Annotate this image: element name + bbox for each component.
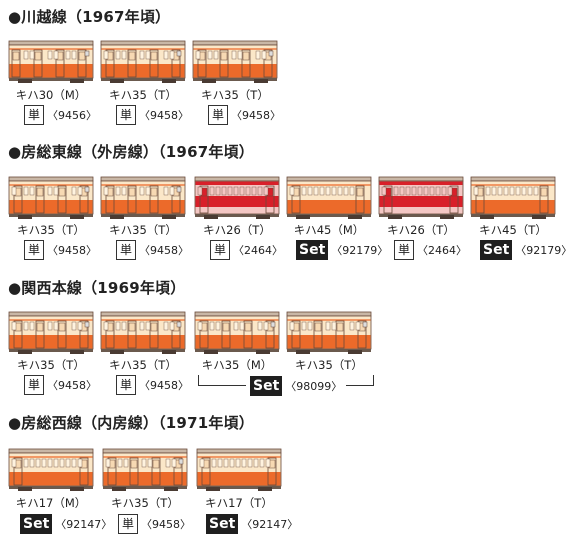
railcar-illustration xyxy=(286,311,372,355)
car-name: キハ35（T） xyxy=(17,223,85,237)
car-name: キハ35（T） xyxy=(111,496,179,510)
car-name: キハ35（T） xyxy=(109,223,177,237)
single-badge: 単 xyxy=(394,240,414,260)
product-code: 単〈9458〉 xyxy=(116,240,189,260)
product-number: 〈2464〉 xyxy=(233,244,283,257)
product-number: 〈9458〉 xyxy=(231,109,281,122)
single-badge: 単 xyxy=(116,105,136,125)
set-badge: Set xyxy=(480,240,513,260)
single-badge: 単 xyxy=(116,375,136,395)
product-code: Set〈92179〉 xyxy=(296,240,388,260)
car-name: キハ35（M） xyxy=(201,358,273,372)
product-number: 〈92147〉 xyxy=(241,518,299,531)
product-code: 単〈9458〉 xyxy=(116,105,189,125)
railcar-illustration xyxy=(102,448,188,492)
product-code: 単〈2464〉 xyxy=(394,240,467,260)
product-code: 単〈9458〉 xyxy=(24,375,97,395)
railcar-illustration xyxy=(100,40,186,84)
set-badge: Set xyxy=(20,514,53,534)
product-code: 単〈2464〉 xyxy=(210,240,283,260)
product-code: Set〈98099〉 xyxy=(246,376,347,396)
single-badge: 単 xyxy=(208,105,228,125)
railcar-illustration xyxy=(470,176,556,220)
car-name: キハ35（T） xyxy=(17,358,85,372)
single-badge: 単 xyxy=(24,375,44,395)
car-name: キハ35（T） xyxy=(109,88,177,102)
railcar-illustration xyxy=(194,311,280,355)
single-badge: 単 xyxy=(116,240,136,260)
product-code: 単〈9458〉 xyxy=(116,375,189,395)
set-badge: Set xyxy=(250,376,283,396)
railcar-illustration xyxy=(100,311,186,355)
car-name: キハ30（M） xyxy=(15,88,87,102)
car-name: キハ35（T） xyxy=(295,358,363,372)
product-code: 単〈9456〉 xyxy=(24,105,97,125)
product-number: 〈9456〉 xyxy=(47,109,97,122)
product-number: 〈92147〉 xyxy=(55,518,113,531)
product-number: 〈92179〉 xyxy=(331,244,389,257)
product-number: 〈92179〉 xyxy=(515,244,569,257)
railcar-illustration xyxy=(8,311,94,355)
product-code: Set〈92179〉 xyxy=(480,240,569,260)
railcar-illustration xyxy=(192,40,278,84)
set-badge: Set xyxy=(296,240,329,260)
car-name: キハ45（M） xyxy=(293,223,365,237)
railcar-illustration xyxy=(8,40,94,84)
single-badge: 単 xyxy=(210,240,230,260)
product-number: 〈9458〉 xyxy=(47,379,97,392)
car-name: キハ26（T） xyxy=(203,223,271,237)
single-badge: 単 xyxy=(24,240,44,260)
railcar-illustration xyxy=(286,176,372,220)
car-name: キハ17（T） xyxy=(205,496,273,510)
product-number: 〈9458〉 xyxy=(139,109,189,122)
product-number: 〈9458〉 xyxy=(139,379,189,392)
railcar-illustration xyxy=(8,448,94,492)
railcar-illustration xyxy=(378,176,464,220)
product-code: 単〈9458〉 xyxy=(208,105,281,125)
set-badge: Set xyxy=(206,514,239,534)
car-name: キハ17（M） xyxy=(15,496,87,510)
section-title: ●関西本線（1969年頃） xyxy=(8,279,186,297)
section-title: ●房総西線（内房線）（1971年頃） xyxy=(8,414,254,432)
product-number: 〈9458〉 xyxy=(139,244,189,257)
car-name: キハ26（T） xyxy=(387,223,455,237)
section-title: ●川越線（1967年頃） xyxy=(8,8,171,26)
car-name: キハ45（T） xyxy=(479,223,547,237)
section-title: ●房総東線（外房線）（1967年頃） xyxy=(8,143,254,161)
single-badge: 単 xyxy=(24,105,44,125)
product-number: 〈98099〉 xyxy=(285,380,343,393)
railcar-illustration xyxy=(196,448,282,492)
product-code: 単〈9458〉 xyxy=(24,240,97,260)
product-code: Set〈92147〉 xyxy=(20,514,112,534)
railcar-illustration xyxy=(8,176,94,220)
product-number: 〈2464〉 xyxy=(417,244,467,257)
railcar-illustration xyxy=(194,176,280,220)
product-number: 〈9458〉 xyxy=(47,244,97,257)
product-number: 〈9458〉 xyxy=(141,518,191,531)
car-name: キハ35（T） xyxy=(109,358,177,372)
car-name: キハ35（T） xyxy=(201,88,269,102)
product-code: 単〈9458〉 xyxy=(118,514,191,534)
single-badge: 単 xyxy=(118,514,138,534)
railcar-illustration xyxy=(100,176,186,220)
product-code: Set〈92147〉 xyxy=(206,514,298,534)
